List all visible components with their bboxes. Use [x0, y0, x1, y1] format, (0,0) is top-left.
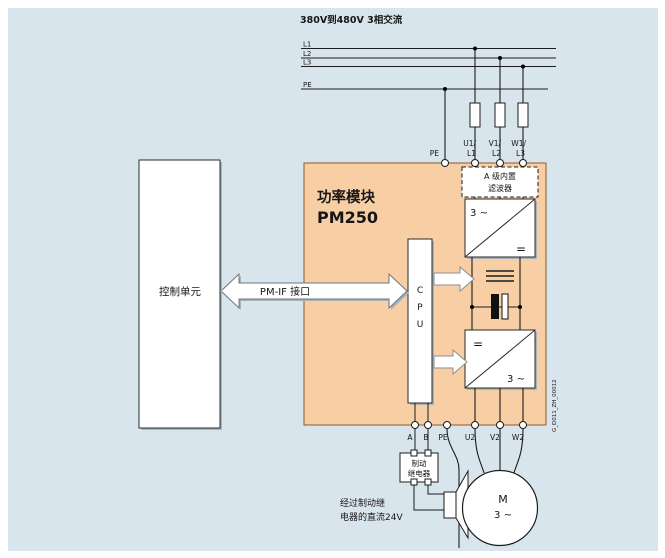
junction-dot	[498, 56, 502, 60]
output-label-b: B	[423, 433, 428, 442]
relay-terminal	[424, 478, 432, 486]
doc-id-vertical: G_D011_ZH_00012	[552, 379, 558, 432]
brake-relay-label-line1: 制动	[412, 458, 427, 468]
bus-label-l2: L2	[303, 50, 311, 58]
rectifier-dc-label: =	[516, 242, 526, 256]
output-label-a: A	[407, 433, 413, 442]
brake-coil-box	[443, 491, 457, 519]
output-label-w2: W2	[512, 433, 524, 442]
brake-relay-label-line2: 继电器	[408, 468, 431, 478]
terminal-v2	[496, 421, 504, 429]
rectifier-ac-label: 3 ~	[470, 208, 488, 219]
junction-dot	[473, 46, 477, 51]
terminal-w2	[519, 421, 527, 429]
output-label-u2: U2	[465, 433, 475, 442]
control-unit-label: 控制单元	[159, 285, 201, 298]
motor-circle	[461, 469, 539, 547]
junction-dot	[518, 305, 522, 309]
dc-electrolytic-cap-neg	[491, 294, 499, 319]
terminal-u1	[471, 159, 479, 167]
filter-label-line1: A 级内置	[484, 171, 516, 181]
supply-voltage-label: 380V到480V 3相交流	[300, 14, 403, 26]
w2-wire-path	[513, 428, 524, 474]
cpu-box	[407, 238, 433, 404]
relay-terminal	[410, 449, 418, 457]
fuse-l1	[469, 102, 481, 128]
motor-phase-label: 3 ~	[494, 510, 512, 521]
inverter-dc-label: =	[473, 337, 483, 351]
bus-label-l3: L3	[303, 59, 311, 67]
input-label-u1: U1/	[463, 139, 476, 148]
control-unit-box	[138, 159, 221, 429]
dc24-caption-line1: 经过制动继	[340, 497, 385, 509]
terminal-a	[411, 421, 419, 429]
emc-filter-box	[461, 166, 539, 198]
dc-electrolytic-cap-pos	[501, 293, 509, 320]
motor-label: M	[498, 493, 508, 506]
fuse-l3	[517, 102, 529, 128]
relay-wire-upper	[427, 485, 444, 495]
pmif-arrow	[220, 272, 408, 310]
junction-dot	[521, 64, 525, 69]
input-label-pe: PE	[430, 149, 440, 158]
input-label-v1-l2: L2	[492, 149, 501, 158]
relay-terminal	[410, 478, 418, 486]
bus-label-pe: PE	[303, 81, 312, 89]
cpu-letter-p: P	[417, 303, 423, 313]
terminal-w1	[519, 159, 527, 167]
output-label-pe: PE	[438, 433, 448, 442]
inverter-diagonal	[464, 329, 536, 389]
cpu-to-rectifier-arrow	[433, 265, 475, 293]
pmif-label: PM-IF 接口	[260, 285, 310, 298]
power-module-title-line1: 功率模块	[317, 188, 375, 206]
relay-wire-lower	[413, 485, 444, 511]
cpu-letter-c: C	[417, 286, 423, 296]
pe-wire-path	[446, 428, 460, 548]
input-label-v1: V1/	[489, 139, 502, 148]
input-label-w1: W1/	[511, 139, 526, 148]
power-module-title-line2: PM250	[317, 208, 378, 227]
cpu-letter-u: U	[417, 320, 424, 330]
terminal-v1	[496, 159, 504, 167]
filter-label-line2: 滤波器	[488, 183, 512, 193]
junction-dot	[470, 305, 474, 309]
inverter-ac-label: 3 ~	[507, 374, 525, 385]
terminal-pe-bottom	[443, 421, 451, 429]
junction-dot	[443, 87, 447, 91]
terminal-u2	[471, 421, 479, 429]
dc24-caption-line2: 电器的直流24V	[340, 511, 403, 523]
terminal-pe-top	[441, 159, 449, 167]
bus-label-l1: L1	[303, 41, 311, 49]
output-label-v2: V2	[490, 433, 500, 442]
rectifier-diagonal	[464, 198, 536, 258]
fuse-l2	[494, 102, 506, 128]
brake-relay-box	[399, 452, 439, 483]
cpu-to-inverter-arrow	[433, 348, 468, 376]
terminal-b	[424, 421, 432, 429]
u2-wire-path	[474, 428, 485, 474]
relay-terminal	[424, 449, 432, 457]
input-label-u1-l1: L1	[467, 149, 476, 158]
input-label-w1-l3: L3	[516, 149, 525, 158]
